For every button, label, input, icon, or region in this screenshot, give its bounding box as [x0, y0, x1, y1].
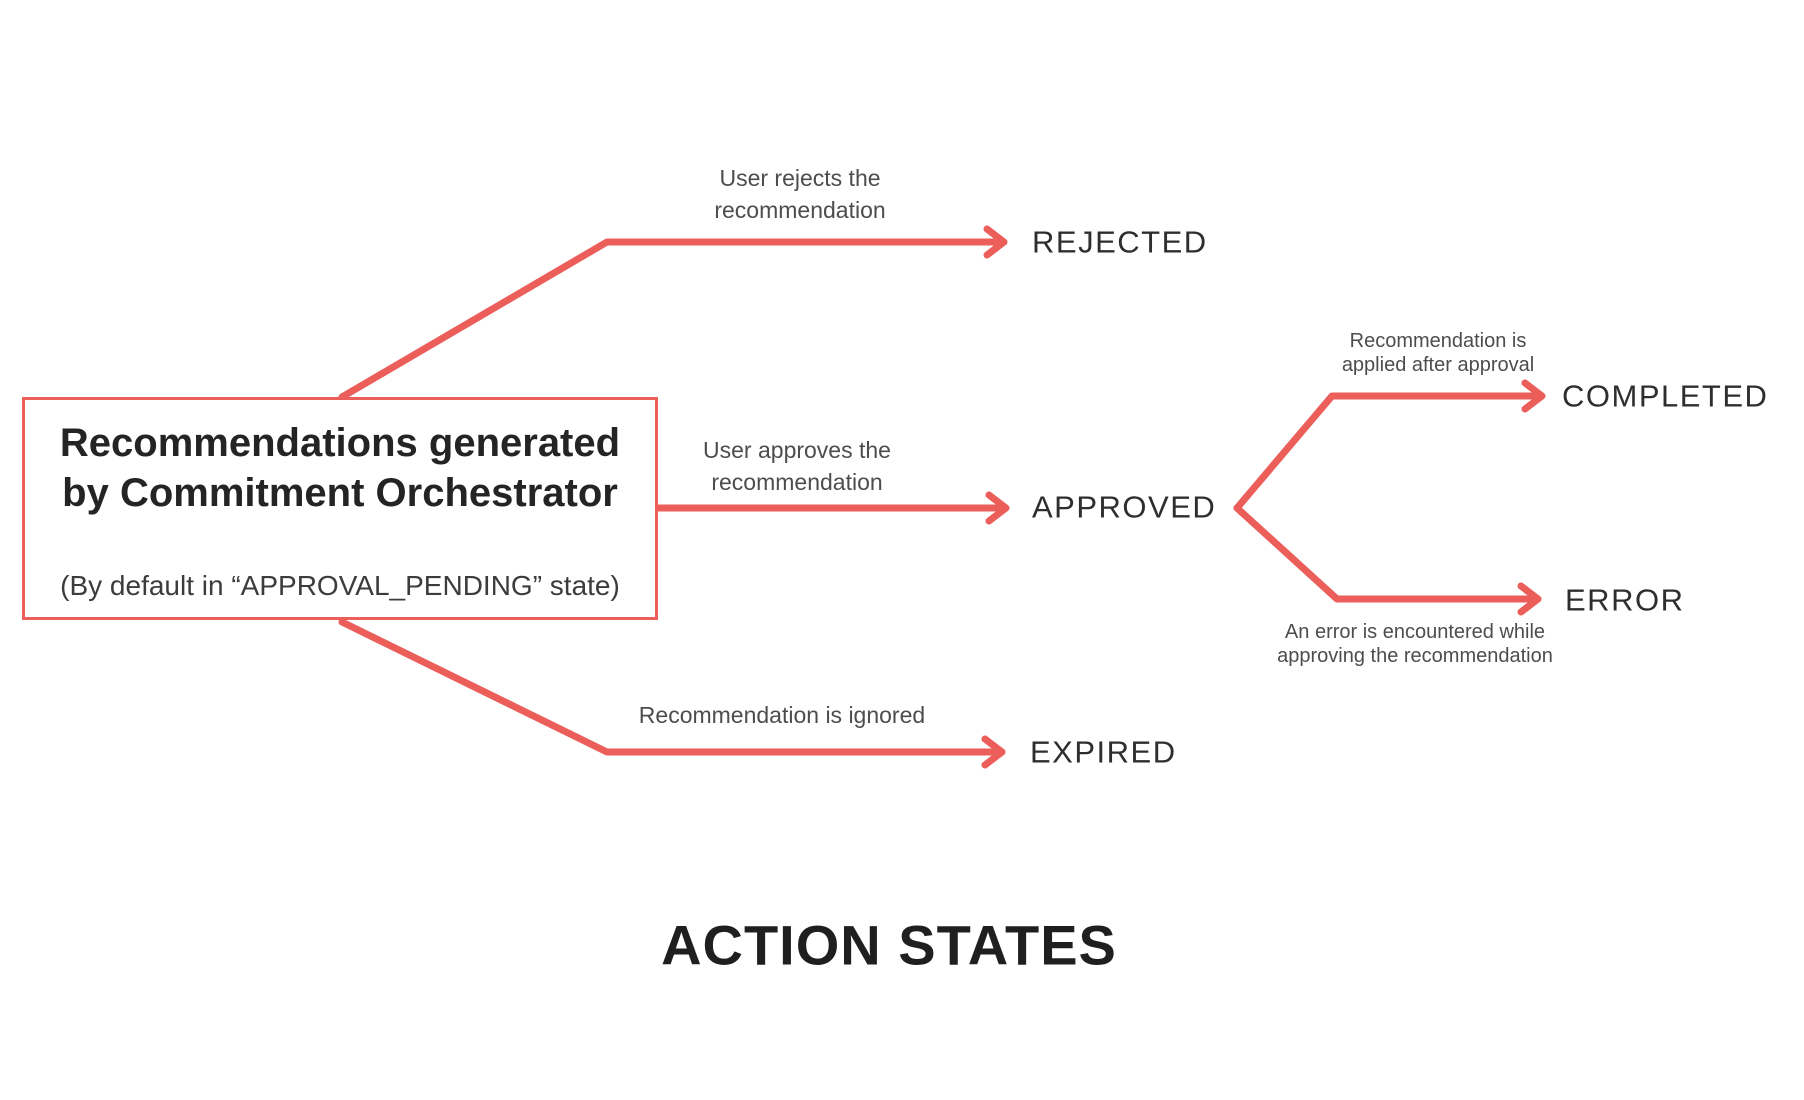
- source-box-title: Recommendations generated by Commitment …: [25, 418, 655, 518]
- edge-label-approve-line2: recommendation: [711, 469, 883, 495]
- edge-expired-line: [338, 618, 1000, 756]
- edge-completed-arrowhead-icon: [1521, 379, 1546, 413]
- state-completed: COMPLETED: [1562, 378, 1769, 414]
- diagram-title: ACTION STATES: [661, 913, 1117, 977]
- edge-label-reject: User rejects the recommendation: [650, 162, 950, 226]
- edge-label-approve-line1: User approves the: [703, 437, 891, 463]
- edge-label-reject-line2: recommendation: [714, 197, 886, 223]
- edge-rejected-arrowhead-icon: [983, 225, 1008, 259]
- source-box-title-line2: by Commitment Orchestrator: [62, 471, 618, 515]
- state-error: ERROR: [1565, 582, 1685, 618]
- state-expired: EXPIRED: [1030, 734, 1177, 770]
- edge-label-error: An error is encountered while approving …: [1265, 620, 1565, 668]
- source-box-title-line1: Recommendations generated: [59, 421, 621, 465]
- edge-expired-arrowhead-icon: [981, 735, 1006, 769]
- edge-rejected-line: [338, 238, 1002, 401]
- source-box-subtitle: (By default in “APPROVAL_PENDING” state): [60, 570, 620, 601]
- edge-label-completed-line1: Recommendation is: [1349, 330, 1527, 352]
- edge-label-ignore-line1: Recommendation is ignored: [638, 702, 926, 728]
- edge-label-error-line2: approving the recommendation: [1277, 645, 1553, 667]
- edge-label-error-line1: An error is encountered while: [1284, 621, 1546, 643]
- edge-label-approve: User approves the recommendation: [647, 434, 947, 498]
- state-approved: APPROVED: [1032, 489, 1217, 525]
- edge-error-arrowhead-icon: [1517, 582, 1542, 616]
- state-rejected: REJECTED: [1032, 224, 1208, 260]
- edge-error-line: [1233, 504, 1536, 603]
- source-state-box: Recommendations generated by Commitment …: [22, 397, 658, 620]
- edge-approved-arrowhead-icon: [985, 491, 1010, 525]
- edge-completed-line: [1233, 392, 1540, 512]
- edge-label-completed-line2: applied after approval: [1341, 354, 1535, 376]
- edge-label-completed: Recommendation is applied after approval: [1288, 329, 1588, 377]
- edge-label-reject-line1: User rejects the: [719, 165, 881, 191]
- edge-label-ignore: Recommendation is ignored: [632, 699, 932, 731]
